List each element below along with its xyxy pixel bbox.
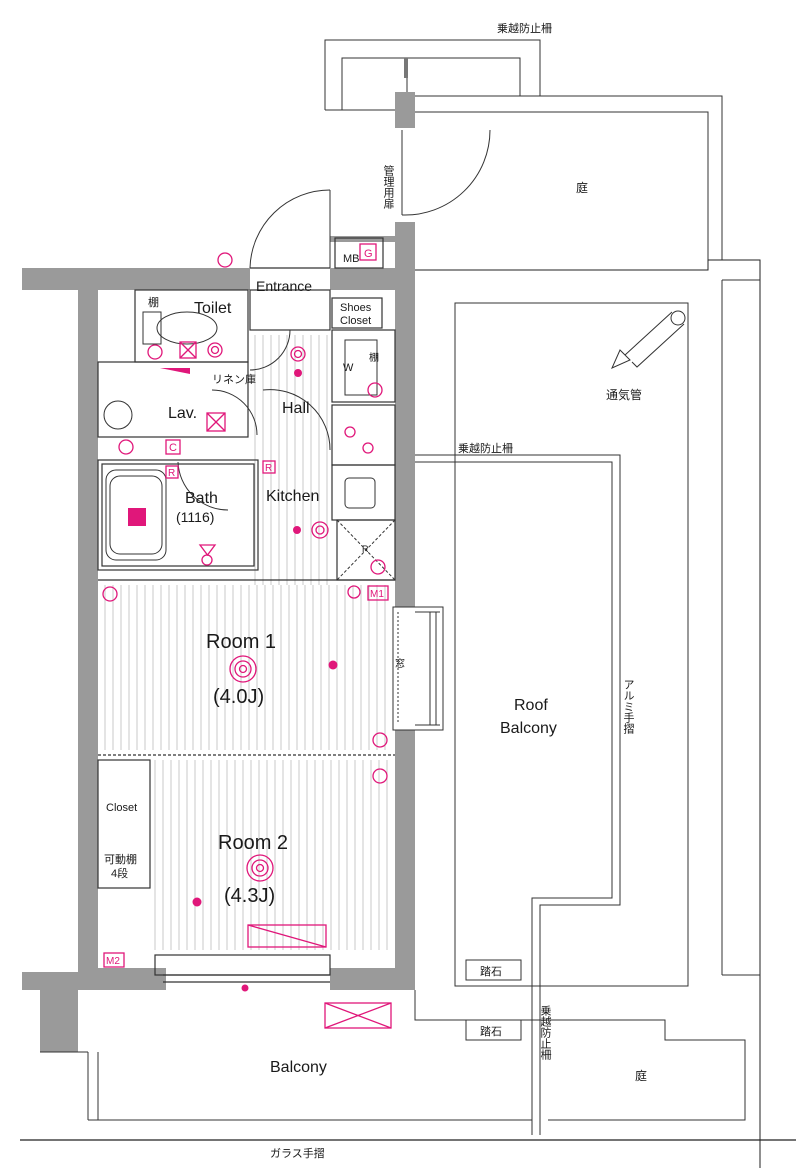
r-marker-1: R [168, 468, 175, 479]
vent-pipe-label: 通気管 [606, 387, 642, 402]
kitchen-shelf-label: 棚 [367, 351, 379, 363]
washer-space [344, 339, 378, 396]
movable-shelf-label-1: 可動棚 [104, 852, 137, 866]
anti-climb-top-label: 乗越防止柵 [497, 21, 552, 35]
garden-bottom-label: 庭 [635, 1068, 647, 1083]
glass-handrail-label: ガラス手摺 [270, 1146, 325, 1160]
room1-size-label: (4.0J) [213, 686, 264, 708]
mb-label: MB [343, 253, 360, 265]
bathtub [105, 469, 167, 561]
room2-label: Room 2 [218, 832, 288, 854]
lav-sink [103, 400, 133, 430]
room-labels: Entrance Shoes Closet Toilet 棚 リネン庫 Lav.… [104, 278, 557, 1076]
kitchen-label: Kitchen [266, 488, 319, 505]
floor-boards [104, 335, 388, 950]
closet-label: Closet [106, 802, 137, 814]
shelf-label: 棚 [148, 295, 159, 309]
window-label: 窓 [393, 657, 405, 668]
r-marker-2: R [265, 463, 272, 474]
outlines [20, 39, 796, 1168]
stepping-stone-1-label: 踏石 [480, 964, 502, 978]
garden-top-label: 庭 [576, 180, 588, 195]
w-label: W [343, 362, 354, 374]
lav-label: Lav. [168, 405, 197, 422]
toilet-bowl [156, 311, 218, 345]
anti-climb-mid-label: 乗越防止柵 [458, 441, 513, 455]
anti-climb-vertical-label: 乗越防止柵 [539, 1005, 552, 1060]
hall-label: Hall [282, 400, 310, 417]
utility-symbols [102, 252, 392, 1029]
room1-label: Room 1 [206, 631, 276, 653]
shoes-closet-label-1: Shoes [340, 302, 372, 314]
g-label: G [364, 248, 373, 260]
shoes-closet-label-2: Closet [340, 315, 371, 327]
partitions [97, 237, 396, 983]
annotation-labels: 乗越防止柵 管理用扉 庭 MB G 通気管 乗越防止柵 アルミ手摺 踏石 踏石 … [103, 21, 647, 1160]
m2-marker: M2 [106, 956, 120, 967]
doors [177, 129, 491, 511]
vent-pipe-arrow [611, 310, 686, 369]
bath-size-label: (1116) [176, 509, 214, 525]
r-marker-3: R [362, 544, 369, 554]
toilet-label: Toilet [194, 300, 232, 317]
roof-balcony-label-2: Balcony [500, 720, 557, 737]
m1-marker: M1 [370, 589, 384, 600]
kitchen-sink [344, 477, 376, 509]
balcony-label: Balcony [270, 1059, 327, 1076]
roof-balcony-label-1: Roof [514, 697, 548, 714]
aluminum-handrail-label: アルミ手摺 [622, 679, 635, 735]
movable-shelf-label-2: 4段 [111, 866, 128, 880]
entrance-label: Entrance [256, 278, 312, 294]
bath-label: Bath [185, 490, 218, 507]
c-marker: C [169, 442, 177, 454]
walls [22, 92, 415, 1052]
stepping-stone-2-label: 踏石 [480, 1024, 502, 1038]
linen-label: リネン庫 [212, 372, 256, 386]
admin-door-label: 管理用扉 [382, 164, 395, 210]
room2-size-label: (4.3J) [224, 885, 275, 907]
